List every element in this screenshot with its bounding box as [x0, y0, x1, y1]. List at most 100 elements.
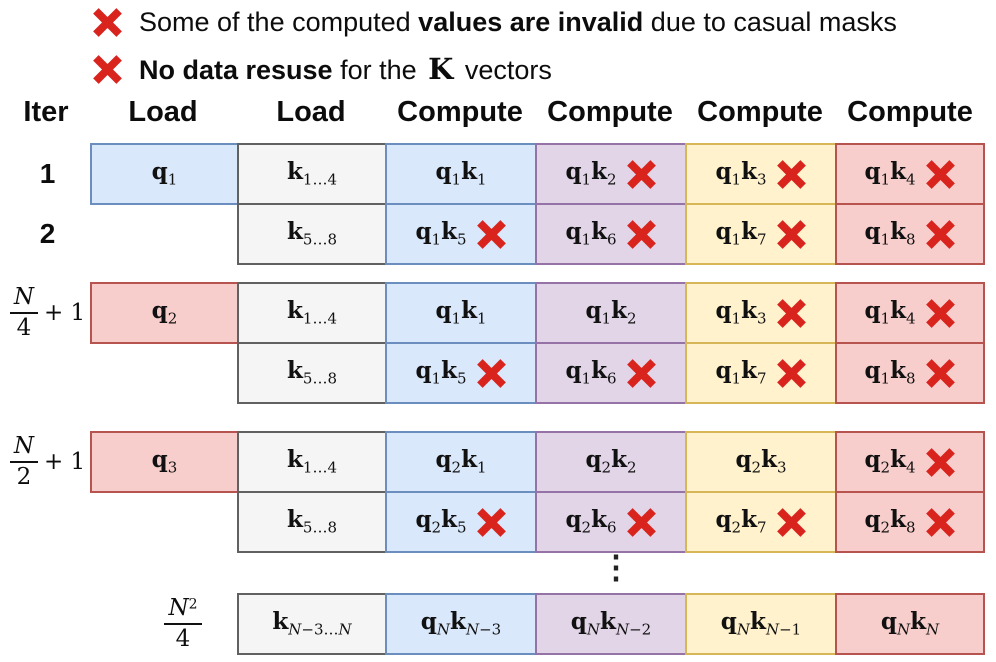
iter-label: 1	[39, 158, 56, 189]
load-k-cell: k1…4	[237, 282, 387, 344]
math-label: q2k7	[715, 506, 767, 537]
x-icon	[93, 7, 122, 37]
math-label: qNkN−1	[720, 608, 802, 639]
math-label: q1k7	[715, 218, 767, 249]
math-label: q1k4	[864, 158, 916, 189]
compute-cell: q1k7	[685, 203, 837, 265]
load-k-cell: k1…4	[237, 431, 387, 493]
compute-cell: q1k8	[835, 342, 985, 404]
bullet-no-reuse: No data resuse for the K vectors	[92, 50, 552, 88]
x-icon	[776, 507, 806, 537]
compute-cell: q2k8	[835, 491, 985, 553]
iter-label: 2	[39, 218, 56, 249]
vertical-ellipsis: ⋮	[600, 548, 632, 586]
math-label: q1k1	[435, 297, 487, 328]
x-icon	[626, 507, 656, 537]
math-label: q2k6	[565, 506, 617, 537]
math-label: q3	[151, 446, 178, 477]
compute-cell: q1k4	[835, 282, 985, 344]
compute-cell: q1k5	[385, 203, 537, 265]
bullet-invalid-values: Some of the computed values are invalid …	[92, 3, 897, 41]
math-label: k5…8	[286, 357, 338, 388]
math-label: q1k7	[715, 357, 767, 388]
math-label: q2k1	[435, 446, 487, 477]
math-label: k1…4	[286, 297, 338, 328]
compute-cell: q1k3	[685, 282, 837, 344]
load-k-cell: k5…8	[237, 203, 387, 265]
compute-cell: qNkN−3	[385, 593, 537, 655]
load-k-cell: k5…8	[237, 491, 387, 553]
x-icon	[476, 219, 506, 249]
load-k-cell: k5…8	[237, 342, 387, 404]
col-header-compute-4: Compute	[847, 96, 973, 128]
compute-cell: q1k7	[685, 342, 837, 404]
x-icon	[925, 447, 955, 477]
compute-cell: q2k3	[685, 431, 837, 493]
x-icon	[925, 507, 955, 537]
math-label: q1	[151, 158, 178, 189]
x-icon	[925, 358, 955, 388]
math-label: k1…4	[286, 446, 338, 477]
math-label: q1k4	[864, 297, 916, 328]
bullet-text: No data resuse for the K vectors	[139, 52, 552, 86]
compute-cell: q1k1	[385, 282, 537, 344]
compute-cell: qNkN−2	[535, 593, 687, 655]
k-math-symbol: K	[428, 52, 454, 86]
x-icon	[776, 219, 806, 249]
load-q-cell: q1	[90, 143, 239, 205]
math-label: qNkN	[880, 608, 940, 639]
math-label: q2k8	[864, 506, 916, 537]
col-header-compute-2: Compute	[547, 96, 673, 128]
x-icon	[776, 298, 806, 328]
math-label: k5…8	[286, 218, 338, 249]
compute-cell: q1k6	[535, 203, 687, 265]
math-label: k5…8	[286, 506, 338, 537]
load-q-cell: q2	[90, 282, 239, 344]
x-icon	[925, 219, 955, 249]
math-label: kN−3…N	[272, 608, 352, 639]
x-icon	[626, 219, 656, 249]
math-label: q1k8	[864, 357, 916, 388]
math-label: q2k5	[415, 506, 467, 537]
load-k-cell: kN−3…N	[237, 593, 387, 655]
math-label: q1k5	[415, 357, 467, 388]
load-q-cell: q3	[90, 431, 239, 493]
math-label: q1k3	[715, 158, 767, 189]
x-icon	[626, 159, 656, 189]
compute-cell: q2k7	[685, 491, 837, 553]
bullet-text: Some of the computed values are invalid …	[139, 6, 897, 37]
math-label: q2	[151, 297, 178, 328]
x-icon	[925, 159, 955, 189]
compute-cell: q2k6	[535, 491, 687, 553]
math-label: q2k4	[864, 446, 916, 477]
load-k-cell: k1…4	[237, 143, 387, 205]
math-label: qNkN−2	[570, 608, 652, 639]
math-label: q2k2	[585, 446, 637, 477]
compute-cell: q2k1	[385, 431, 537, 493]
compute-cell: q1k3	[685, 143, 837, 205]
math-label: q1k2	[565, 158, 617, 189]
compute-cell: qNkN	[835, 593, 985, 655]
x-icon	[776, 159, 806, 189]
x-icon	[626, 358, 656, 388]
x-icon	[476, 358, 506, 388]
math-label: q1k6	[565, 218, 617, 249]
compute-cell: q2k4	[835, 431, 985, 493]
col-header-compute-3: Compute	[697, 96, 823, 128]
compute-cell: q1k2	[535, 143, 687, 205]
compute-cell: qNkN−1	[685, 593, 837, 655]
math-label: q1k8	[864, 218, 916, 249]
x-icon	[476, 507, 506, 537]
compute-cell: q1k5	[385, 342, 537, 404]
col-header-load-k: Load	[276, 96, 346, 128]
col-header-load-q: Load	[128, 96, 198, 128]
compute-cell: q1k4	[835, 143, 985, 205]
x-icon	[93, 54, 122, 84]
compute-cell: q2k2	[535, 431, 687, 493]
compute-cell: q1k6	[535, 342, 687, 404]
math-label: q1k1	[435, 158, 487, 189]
col-header-iter: Iter	[23, 96, 69, 128]
compute-cell: q2k5	[385, 491, 537, 553]
